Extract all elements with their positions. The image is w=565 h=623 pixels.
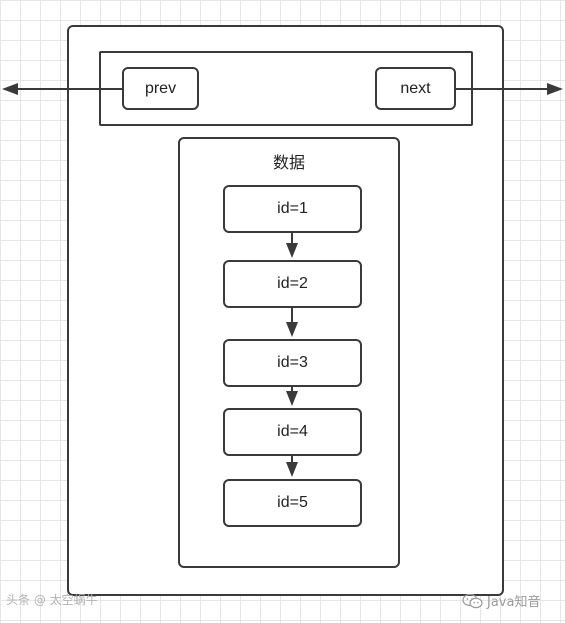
watermark-left: 头条 @ 太空蜗牛	[6, 593, 98, 607]
record-label: id=5	[277, 494, 308, 511]
prev-label: prev	[144, 79, 177, 97]
record-label: id=4	[277, 423, 308, 440]
data-title: 数据	[272, 153, 305, 172]
wechat-icon	[462, 593, 483, 609]
prev-arrowhead-icon	[2, 83, 18, 95]
record-node-2: id=2	[223, 260, 362, 308]
record-node-1: id=1	[223, 185, 362, 233]
record-node-5: id=5	[223, 479, 362, 527]
watermark-right-text: Java知音	[487, 595, 541, 610]
record-label: id=3	[277, 354, 308, 371]
record-label: id=1	[277, 200, 308, 217]
next-pointer-node: next	[375, 67, 456, 110]
next-arrowhead-icon	[547, 83, 563, 95]
record-label: id=2	[277, 275, 308, 292]
watermark-right: Java知音	[462, 591, 540, 610]
record-node-4: id=4	[223, 408, 362, 456]
next-label: next	[400, 79, 431, 97]
prev-pointer-node: prev	[122, 67, 199, 110]
record-node-3: id=3	[223, 339, 362, 387]
